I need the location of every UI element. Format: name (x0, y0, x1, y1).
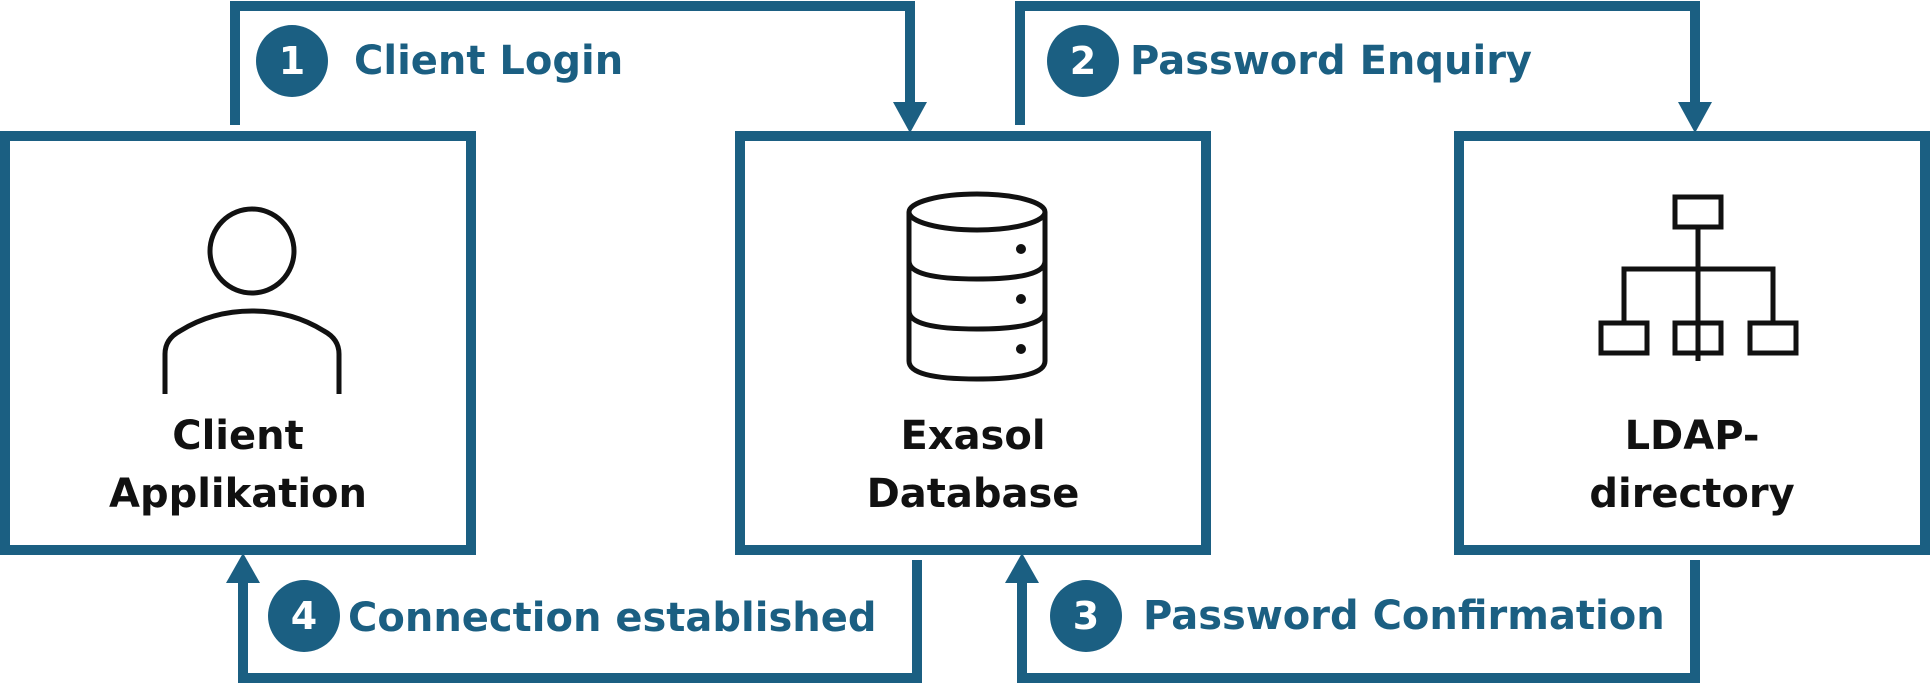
arrow-connection-established (238, 560, 922, 683)
user-icon (162, 206, 342, 394)
ldap-directory-label-line1: LDAP- (1624, 413, 1760, 459)
ldap-directory-box: LDAP- directory (1454, 131, 1930, 555)
database-icon (906, 191, 1048, 382)
client-application-box: Client Applikation (0, 131, 476, 555)
arrowhead-connection-established (226, 553, 260, 583)
step-3-label: Password Confirmation (1143, 593, 1665, 639)
step-1-badge: 1 (256, 25, 328, 97)
arrowhead-client-login (893, 102, 927, 133)
arrow-password-confirmation (1017, 560, 1700, 683)
arrow-password-enquiry (1015, 1, 1700, 125)
step-2-badge: 2 (1047, 25, 1119, 97)
client-application-label-line2: Applikation (108, 471, 368, 517)
ldap-directory-label-line2: directory (1589, 471, 1795, 517)
step-3-badge: 3 (1050, 580, 1122, 652)
exasol-database-box: Exasol Database (735, 131, 1211, 555)
exasol-database-label-line2: Database (866, 471, 1080, 517)
client-application-label-line1: Client (172, 413, 304, 459)
step-1-label: Client Login (354, 38, 624, 84)
exasol-database-label-line1: Exasol (900, 413, 1046, 459)
hierarchy-icon (1598, 194, 1799, 361)
arrow-client-login (230, 1, 915, 125)
arrowhead-password-confirmation (1005, 553, 1039, 583)
step-2-label: Password Enquiry (1130, 38, 1532, 84)
step-4-label: Connection established (348, 595, 877, 641)
step-4-badge: 4 (268, 580, 340, 652)
arrowhead-password-enquiry (1678, 102, 1712, 133)
